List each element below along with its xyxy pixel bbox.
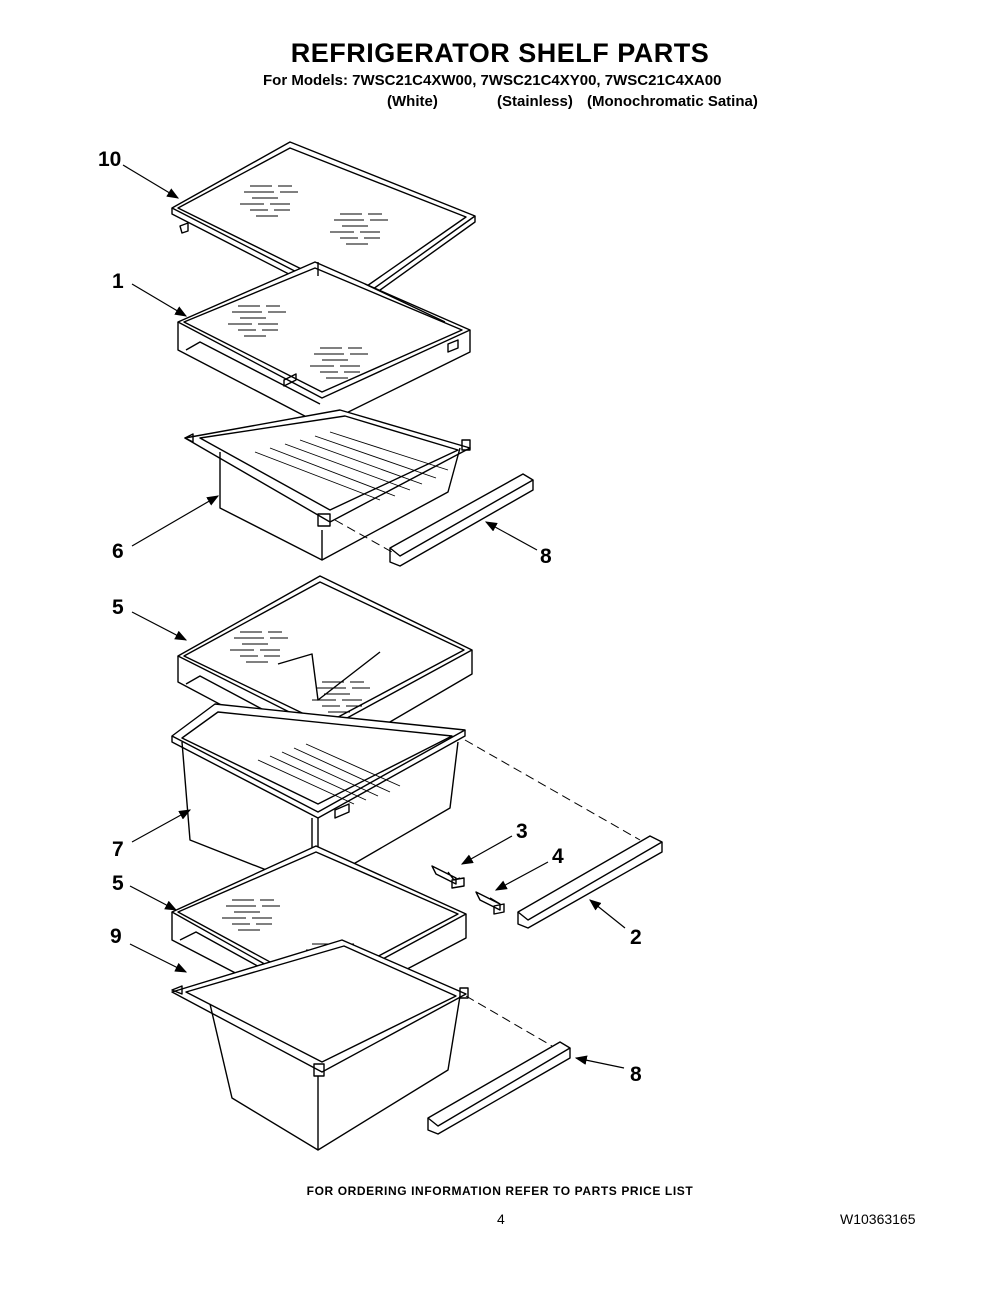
part-9-lower-crisper-drawer [171,939,553,1151]
callout-2: 2 [630,926,642,949]
part-8-upper-trim [334,473,534,567]
callout-leaders [122,164,626,1069]
callout-9: 9 [110,925,122,948]
part-2-trim [517,835,663,929]
part-1-crisper-cover [177,261,471,426]
part-4-clip [475,891,505,915]
callout-6: 6 [112,540,124,563]
callout-5-lower: 5 [112,872,124,895]
part-3-clip [431,865,465,889]
variant-white: (White) [387,93,438,110]
callout-1: 1 [112,270,124,293]
variant-stainless: (Stainless) [497,93,573,110]
callout-8-upper: 8 [540,545,552,568]
callout-5-upper: 5 [112,596,124,619]
page-number: 4 [497,1211,505,1227]
variant-monochromatic-satina: (Monochromatic Satina) [587,93,758,110]
part-8-lower-trim [427,1041,571,1135]
part-7-large-drawer [171,703,641,889]
callout-8-lower: 8 [630,1063,642,1086]
callout-3: 3 [516,820,528,843]
page-title: REFRIGERATOR SHELF PARTS [290,38,710,68]
model-list: For Models: 7WSC21C4XW00, 7WSC21C4XY00, … [263,72,722,89]
callout-10: 10 [98,148,122,171]
part-5-middle-shelf [177,575,473,761]
document-number: W10363165 [840,1211,916,1227]
callout-4: 4 [552,845,564,868]
callout-7: 7 [112,838,124,861]
ordering-note: FOR ORDERING INFORMATION REFER TO PARTS … [306,1184,694,1198]
part-6-upper-crisper-drawer [184,409,471,561]
